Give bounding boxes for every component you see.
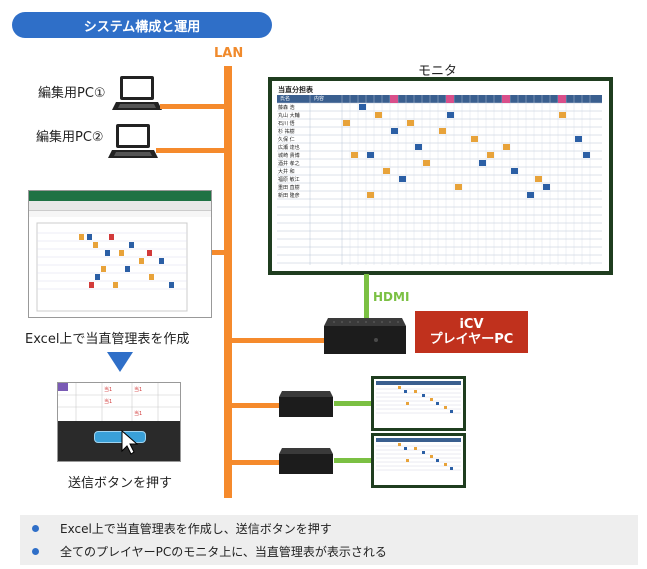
hdmi-label: HDMI	[373, 290, 410, 304]
summary-bullet-1: Excel上で当直管理表を作成し、送信ボタンを押す	[60, 522, 332, 536]
svg-text:当1: 当1	[134, 410, 142, 417]
hdmi-link-3	[334, 458, 374, 463]
bullet-icon	[32, 525, 39, 532]
schedule-grid	[277, 95, 602, 265]
pc-1-link	[160, 104, 226, 109]
schedule-name: 久保 仁	[278, 137, 295, 143]
svg-text:当1: 当1	[104, 386, 112, 393]
pc-2-label: 編集用PC②	[36, 130, 104, 145]
arrow-down-icon	[107, 352, 133, 372]
monitor-2	[371, 376, 466, 431]
send-caption: 送信ボタンを押す	[68, 476, 173, 491]
monitor-label: モニタ	[418, 64, 458, 79]
schedule-name: 城崎 貴博	[278, 153, 300, 159]
summary-bullet-2: 全てのプレイヤーPCのモニタ上に、当直管理表が表示される	[60, 545, 387, 559]
svg-text:当1: 当1	[134, 386, 142, 393]
schedule-name: 酒井 孝之	[278, 161, 300, 167]
excel-screenshot	[28, 190, 212, 318]
svg-text:当1: 当1	[104, 398, 112, 405]
schedule-name: 杉 祐樹	[278, 129, 295, 135]
schedule-name: 藤森 浩	[278, 105, 295, 111]
cursor-icon	[121, 429, 139, 455]
player-pc-label: iCV プレイヤーPC	[415, 311, 528, 353]
laptop-2-icon	[108, 122, 158, 164]
schedule-name: 重田 直樹	[278, 185, 300, 191]
player-pc-line1: iCV	[459, 317, 484, 332]
hdmi-cable	[364, 274, 369, 318]
section-title: システム構成と運用	[12, 12, 272, 38]
schedule-name: 石川 悟	[278, 121, 295, 127]
monitor-3	[371, 433, 466, 488]
header-name: 氏名	[280, 96, 291, 102]
player-pc-3-icon	[278, 445, 334, 481]
excel-link	[212, 250, 226, 255]
pc-2-link	[156, 148, 226, 153]
pc-1-label: 編集用PC①	[38, 86, 106, 101]
player-link-2	[232, 403, 282, 408]
player-pc-2-icon	[278, 388, 334, 424]
schedule-name: 丸山 大輔	[278, 113, 300, 119]
header-role: 内容	[314, 96, 325, 102]
schedule-name: 大井 和	[278, 169, 295, 175]
lan-backbone	[224, 66, 232, 498]
lan-label: LAN	[214, 46, 244, 61]
excel-caption: Excel上で当直管理表を作成	[25, 332, 190, 347]
player-link-3	[232, 460, 282, 465]
player-pc-line2: プレイヤーPC	[429, 332, 514, 347]
bullet-icon	[32, 548, 39, 555]
schedule-name: 福原 敏江	[278, 177, 300, 183]
summary-box: Excel上で当直管理表を作成し、送信ボタンを押す 全てのプレイヤーPCのモニタ…	[20, 515, 638, 565]
player-link-main	[232, 338, 324, 343]
laptop-1-icon	[112, 74, 162, 116]
schedule-name: 広瀬 達也	[278, 145, 300, 151]
schedule-names: 藤森 浩 丸山 大輔 石川 悟 杉 祐樹 久保 仁 広瀬 達也 城崎 貴博 酒井…	[278, 104, 300, 200]
schedule-name: 新田 隆彦	[278, 193, 300, 199]
player-pc-icon	[322, 314, 408, 362]
send-screenshot: 当1 当1 当1 当1	[57, 382, 181, 462]
schedule-title: 当直分担表	[278, 86, 313, 94]
hdmi-link-2	[334, 401, 374, 406]
main-monitor: 当直分担表	[268, 77, 613, 275]
